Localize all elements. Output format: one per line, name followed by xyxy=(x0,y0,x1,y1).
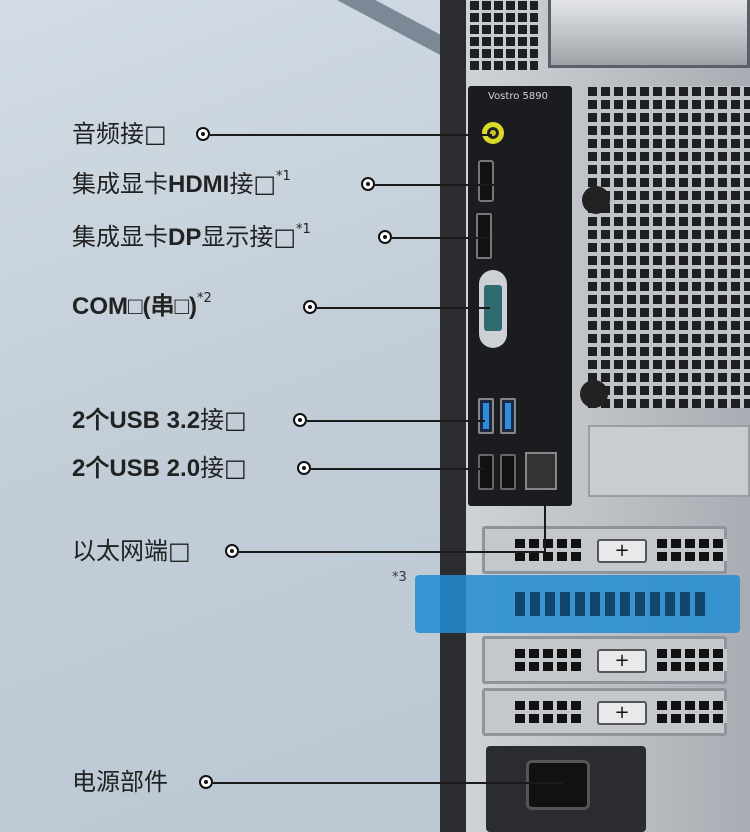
callout-line xyxy=(213,782,563,784)
label-text: 以太网端□ xyxy=(72,537,191,565)
label-text: 2个USB 2.0 xyxy=(72,455,201,482)
power-socket-icon xyxy=(526,760,590,810)
dp-port xyxy=(476,213,492,259)
callout-line xyxy=(311,468,485,470)
label-hdmi: 集成显卡HDMI接□*1 xyxy=(72,169,291,200)
label-dp: 集成显卡DP显示接□*1 xyxy=(72,222,311,253)
screw-hole xyxy=(582,186,610,214)
slot-latch-icon: + xyxy=(597,649,647,673)
label-text: 音频接□ xyxy=(72,120,167,148)
callout-dot xyxy=(303,300,317,314)
callout-line xyxy=(317,307,490,309)
callout-dot xyxy=(225,544,239,558)
callout-dot xyxy=(297,461,311,475)
label-text: 显示接□ xyxy=(201,223,297,251)
label-usb32: 2个USB 3.2接□ xyxy=(72,405,247,436)
top-vent xyxy=(470,0,538,70)
screw-hole xyxy=(580,380,608,408)
highlighted-slot xyxy=(415,575,740,633)
usb3-port xyxy=(478,398,494,434)
label-text: 2个USB 3.2 xyxy=(72,407,201,434)
label-text: 集成显卡 xyxy=(72,170,168,198)
footnote-mark: *2 xyxy=(196,291,212,306)
label-text: 接□ xyxy=(200,406,247,434)
label-ethernet: 以太网端□ xyxy=(72,536,191,566)
fan-grill xyxy=(588,86,750,408)
callout-line xyxy=(210,134,492,136)
callout-line xyxy=(239,551,545,553)
label-text: 接□ xyxy=(229,170,277,198)
callout-line xyxy=(307,420,485,422)
audio-port xyxy=(482,122,504,144)
label-text: COM□(串□) xyxy=(72,293,197,320)
label-text: 接□ xyxy=(200,454,247,482)
slot-note: *3 xyxy=(392,570,407,585)
com-port xyxy=(479,270,507,348)
footnote-mark: *1 xyxy=(296,222,311,237)
footnote-mark: *1 xyxy=(276,169,291,184)
callout-line xyxy=(375,184,510,186)
usb3-port xyxy=(500,398,516,434)
callout-dot xyxy=(361,177,375,191)
label-text: 电源部件 xyxy=(72,768,168,796)
expansion-slot: + xyxy=(482,526,727,574)
ethernet-port xyxy=(525,452,557,490)
label-com: COM□(串□)*2 xyxy=(72,291,212,322)
label-audio: 音频接□ xyxy=(72,119,167,149)
hdmi-port xyxy=(478,160,494,202)
callout-dot xyxy=(199,775,213,789)
chassis-handle xyxy=(548,0,750,68)
usb2-port xyxy=(500,454,516,490)
callout-dot xyxy=(293,413,307,427)
callout-dot xyxy=(378,230,392,244)
slot-latch-icon: + xyxy=(597,701,647,725)
label-text: 集成显卡 xyxy=(72,223,168,251)
callout-line xyxy=(544,490,546,552)
callout-line xyxy=(392,237,490,239)
label-usb20: 2个USB 2.0接□ xyxy=(72,453,247,484)
expansion-slot: + xyxy=(482,636,727,684)
callout-dot xyxy=(196,127,210,141)
label-text: HDMI xyxy=(168,171,230,198)
panel-plate xyxy=(588,425,750,497)
expansion-slot: + xyxy=(482,688,727,736)
label-text: DP xyxy=(168,224,202,251)
label-psu: 电源部件 xyxy=(72,767,168,797)
model-label: Vostro 5890 xyxy=(488,91,548,102)
usb2-port xyxy=(478,454,494,490)
power-supply xyxy=(486,746,646,832)
slot-latch-icon: + xyxy=(597,539,647,563)
chassis-edge xyxy=(440,0,466,832)
